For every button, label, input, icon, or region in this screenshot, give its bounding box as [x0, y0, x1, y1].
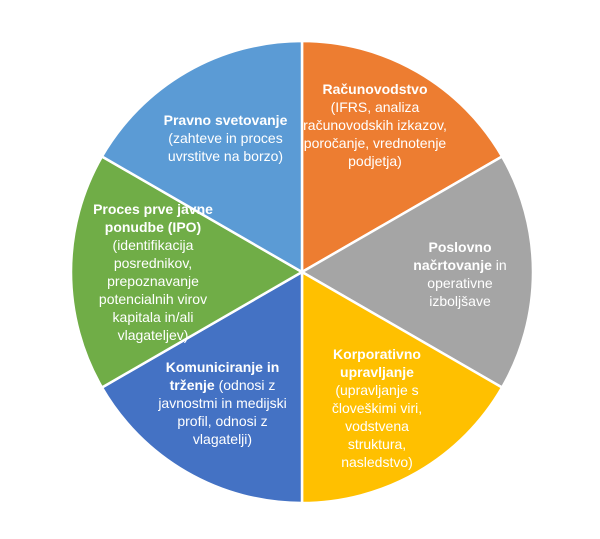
segment-ipo: [69, 155, 304, 389]
label-poslovno-nacrtovanje: Poslovno načrtovanje in operativne izbol…: [400, 238, 520, 310]
label-pravno-svetovanje: Pravno svetovanje (zahteve in proces uvr…: [158, 111, 293, 165]
label-ipo: Proces prve javne ponudbe (IPO) (identif…: [78, 200, 228, 344]
segment-pravno-svetovanje: [100, 39, 304, 274]
title-komuniciranje: Komuniciranje in trženje: [165, 359, 280, 393]
body-ipo: (identifikacija posrednikov, prepoznavan…: [98, 237, 208, 343]
title-pravno-svetovanje: Pravno svetovanje: [163, 112, 288, 128]
body-poslovno-nacrtovanje: in operativne izboljšave: [427, 257, 507, 309]
label-korporativno-upravljanje: Korporativno upravljanje (upravljanje s …: [318, 345, 436, 471]
segment-komuniciranje: [100, 270, 304, 505]
segment-korporativno-upravljanje: [300, 270, 504, 505]
title-ipo: Proces prve javne ponudbe (IPO): [93, 201, 213, 235]
title-korporativno-upravljanje: Korporativno upravljanje: [333, 346, 421, 380]
body-korporativno-upravljanje: (upravljanje s človeškimi viri, vodstven…: [331, 382, 423, 470]
body-racunovodstvo: (IFRS, analiza računovodskih izkazov, po…: [303, 99, 447, 169]
segment-poslovno-nacrtovanje: [300, 155, 535, 389]
body-komuniciranje: (odnosi z javnostmi in medijski profil, …: [158, 377, 287, 447]
title-poslovno-nacrtovanje: Poslovno načrtovanje: [413, 239, 492, 273]
label-racunovodstvo: Računovodstvo (IFRS, analiza računovodsk…: [300, 80, 450, 170]
label-komuniciranje: Komuniciranje in trženje (odnosi z javno…: [155, 358, 290, 448]
segment-racunovodstvo: [300, 39, 504, 274]
title-racunovodstvo: Računovodstvo: [322, 81, 428, 97]
body-pravno-svetovanje: (zahteve in proces uvrstitve na borzo): [167, 130, 284, 164]
